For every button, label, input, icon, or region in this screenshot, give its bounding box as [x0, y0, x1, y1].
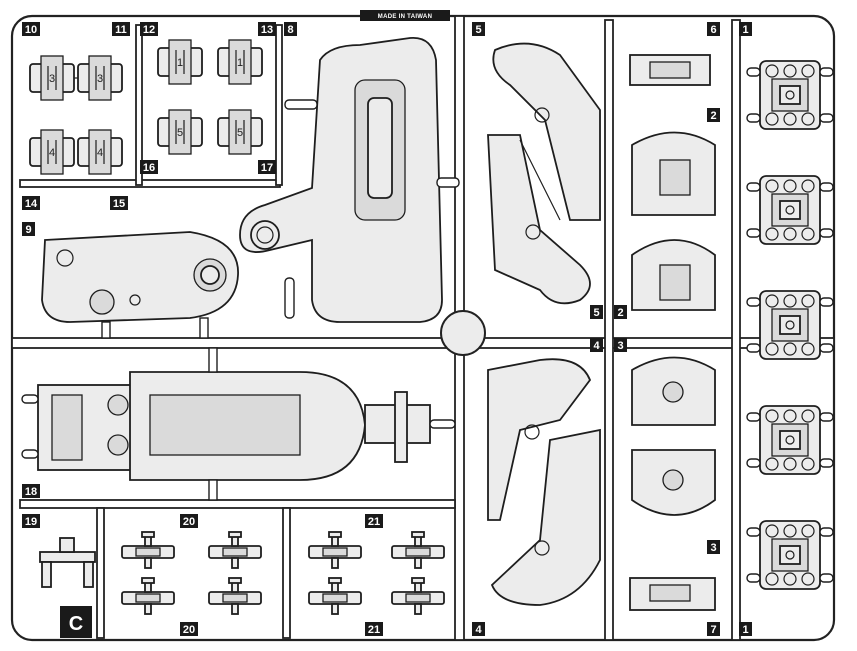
part-label-text: 16 — [143, 162, 155, 174]
part-label-16: 16 — [140, 160, 158, 174]
stamp-text: MADE IN TAIWAN — [378, 14, 432, 20]
sprue-gate-hub — [440, 310, 486, 356]
part-label-18: 18 — [22, 484, 40, 498]
part-label-text: 1 — [742, 24, 748, 36]
p12b-mark: 1 — [237, 57, 243, 69]
part-label-text: 4 — [475, 624, 482, 636]
part-5-leg-top — [487, 42, 601, 305]
part-19-clip — [39, 537, 96, 588]
part-4-leg-bottom — [487, 358, 601, 606]
p12a-mark: 1 — [177, 57, 183, 69]
part-10-11-group: 3 3 — [29, 55, 123, 101]
sprue-runners — [11, 15, 835, 641]
part-label-text: 20 — [183, 516, 195, 528]
part-6-block — [629, 54, 711, 86]
part-label-text: 14 — [25, 198, 38, 210]
part-label-14: 14 — [22, 196, 40, 210]
part-9-arm — [41, 231, 239, 339]
p10b-mark: 3 — [97, 73, 103, 85]
part-label-1a: 1 — [739, 22, 752, 36]
part-label-10: 10 — [22, 22, 40, 36]
part-16-17-group: 5 5 — [157, 109, 263, 155]
part-label-text: 5 — [593, 307, 599, 319]
part-label-text: 21 — [368, 516, 380, 528]
part-label-5b: 5 — [590, 305, 603, 319]
part-label-5a: 5 — [472, 22, 485, 36]
part-label-text: 21 — [368, 624, 380, 636]
part-label-text: 5 — [475, 24, 481, 36]
part-18-body — [21, 347, 456, 501]
part-label-text: 10 — [25, 24, 37, 36]
part-label-20a: 20 — [180, 514, 198, 528]
part-label-11: 11 — [112, 22, 130, 36]
part-label-13: 13 — [258, 22, 276, 36]
part-label-text: 8 — [287, 24, 293, 36]
p16b-mark: 5 — [237, 127, 243, 139]
part-label-17: 17 — [258, 160, 276, 174]
part-12-13-group: 1 1 — [157, 39, 263, 85]
tree-letter: C — [69, 613, 83, 635]
part-label-3b: 3 — [707, 540, 720, 554]
part-label-20b: 20 — [180, 622, 198, 636]
part-label-4a: 4 — [590, 338, 603, 352]
part-label-21a: 21 — [365, 514, 383, 528]
part-label-4b: 4 — [472, 622, 485, 636]
part-label-21b: 21 — [365, 622, 383, 636]
part-label-text: 20 — [183, 624, 195, 636]
part-label-15: 15 — [110, 196, 128, 210]
part-14-15-group: 4 4 — [29, 129, 123, 175]
part-label-8: 8 — [284, 22, 297, 36]
part-label-19: 19 — [22, 514, 40, 528]
part-label-text: 3 — [710, 542, 716, 554]
part-label-2a: 2 — [707, 108, 720, 122]
sprue-letter: C — [60, 606, 92, 638]
part-label-3a: 3 — [614, 338, 627, 352]
part-label-text: 6 — [710, 24, 716, 36]
part-label-6: 6 — [707, 22, 720, 36]
part-label-2b: 2 — [614, 305, 627, 319]
p14b-mark: 4 — [97, 147, 103, 159]
part-2-brackets — [631, 131, 716, 311]
part-label-text: 11 — [115, 24, 127, 36]
part-label-text: 18 — [25, 486, 37, 498]
part-label-text: 7 — [710, 624, 716, 636]
p14a-mark: 4 — [49, 147, 55, 159]
made-in-stamp: MADE IN TAIWAN — [360, 10, 450, 21]
part-label-12: 12 — [140, 22, 158, 36]
p16a-mark: 5 — [177, 127, 183, 139]
part-label-text: 2 — [710, 110, 716, 122]
part-label-text: 12 — [143, 24, 155, 36]
part-label-text: 9 — [25, 224, 31, 236]
p10a-mark: 3 — [49, 73, 55, 85]
part-label-1b: 1 — [739, 622, 752, 636]
part-3-brackets — [631, 356, 716, 516]
part-label-text: 1 — [742, 624, 748, 636]
part-label-9: 9 — [22, 222, 35, 236]
part-label-text: 19 — [25, 516, 37, 528]
part-8-chassis — [239, 37, 460, 323]
part-label-text: 17 — [261, 162, 273, 174]
part-label-text: 2 — [617, 307, 623, 319]
part-label-text: 15 — [113, 198, 125, 210]
part-label-text: 3 — [617, 340, 623, 352]
part-7-block — [629, 577, 716, 611]
part-label-7: 7 — [707, 622, 720, 636]
part-label-text: 13 — [261, 24, 273, 36]
part-label-text: 4 — [593, 340, 600, 352]
